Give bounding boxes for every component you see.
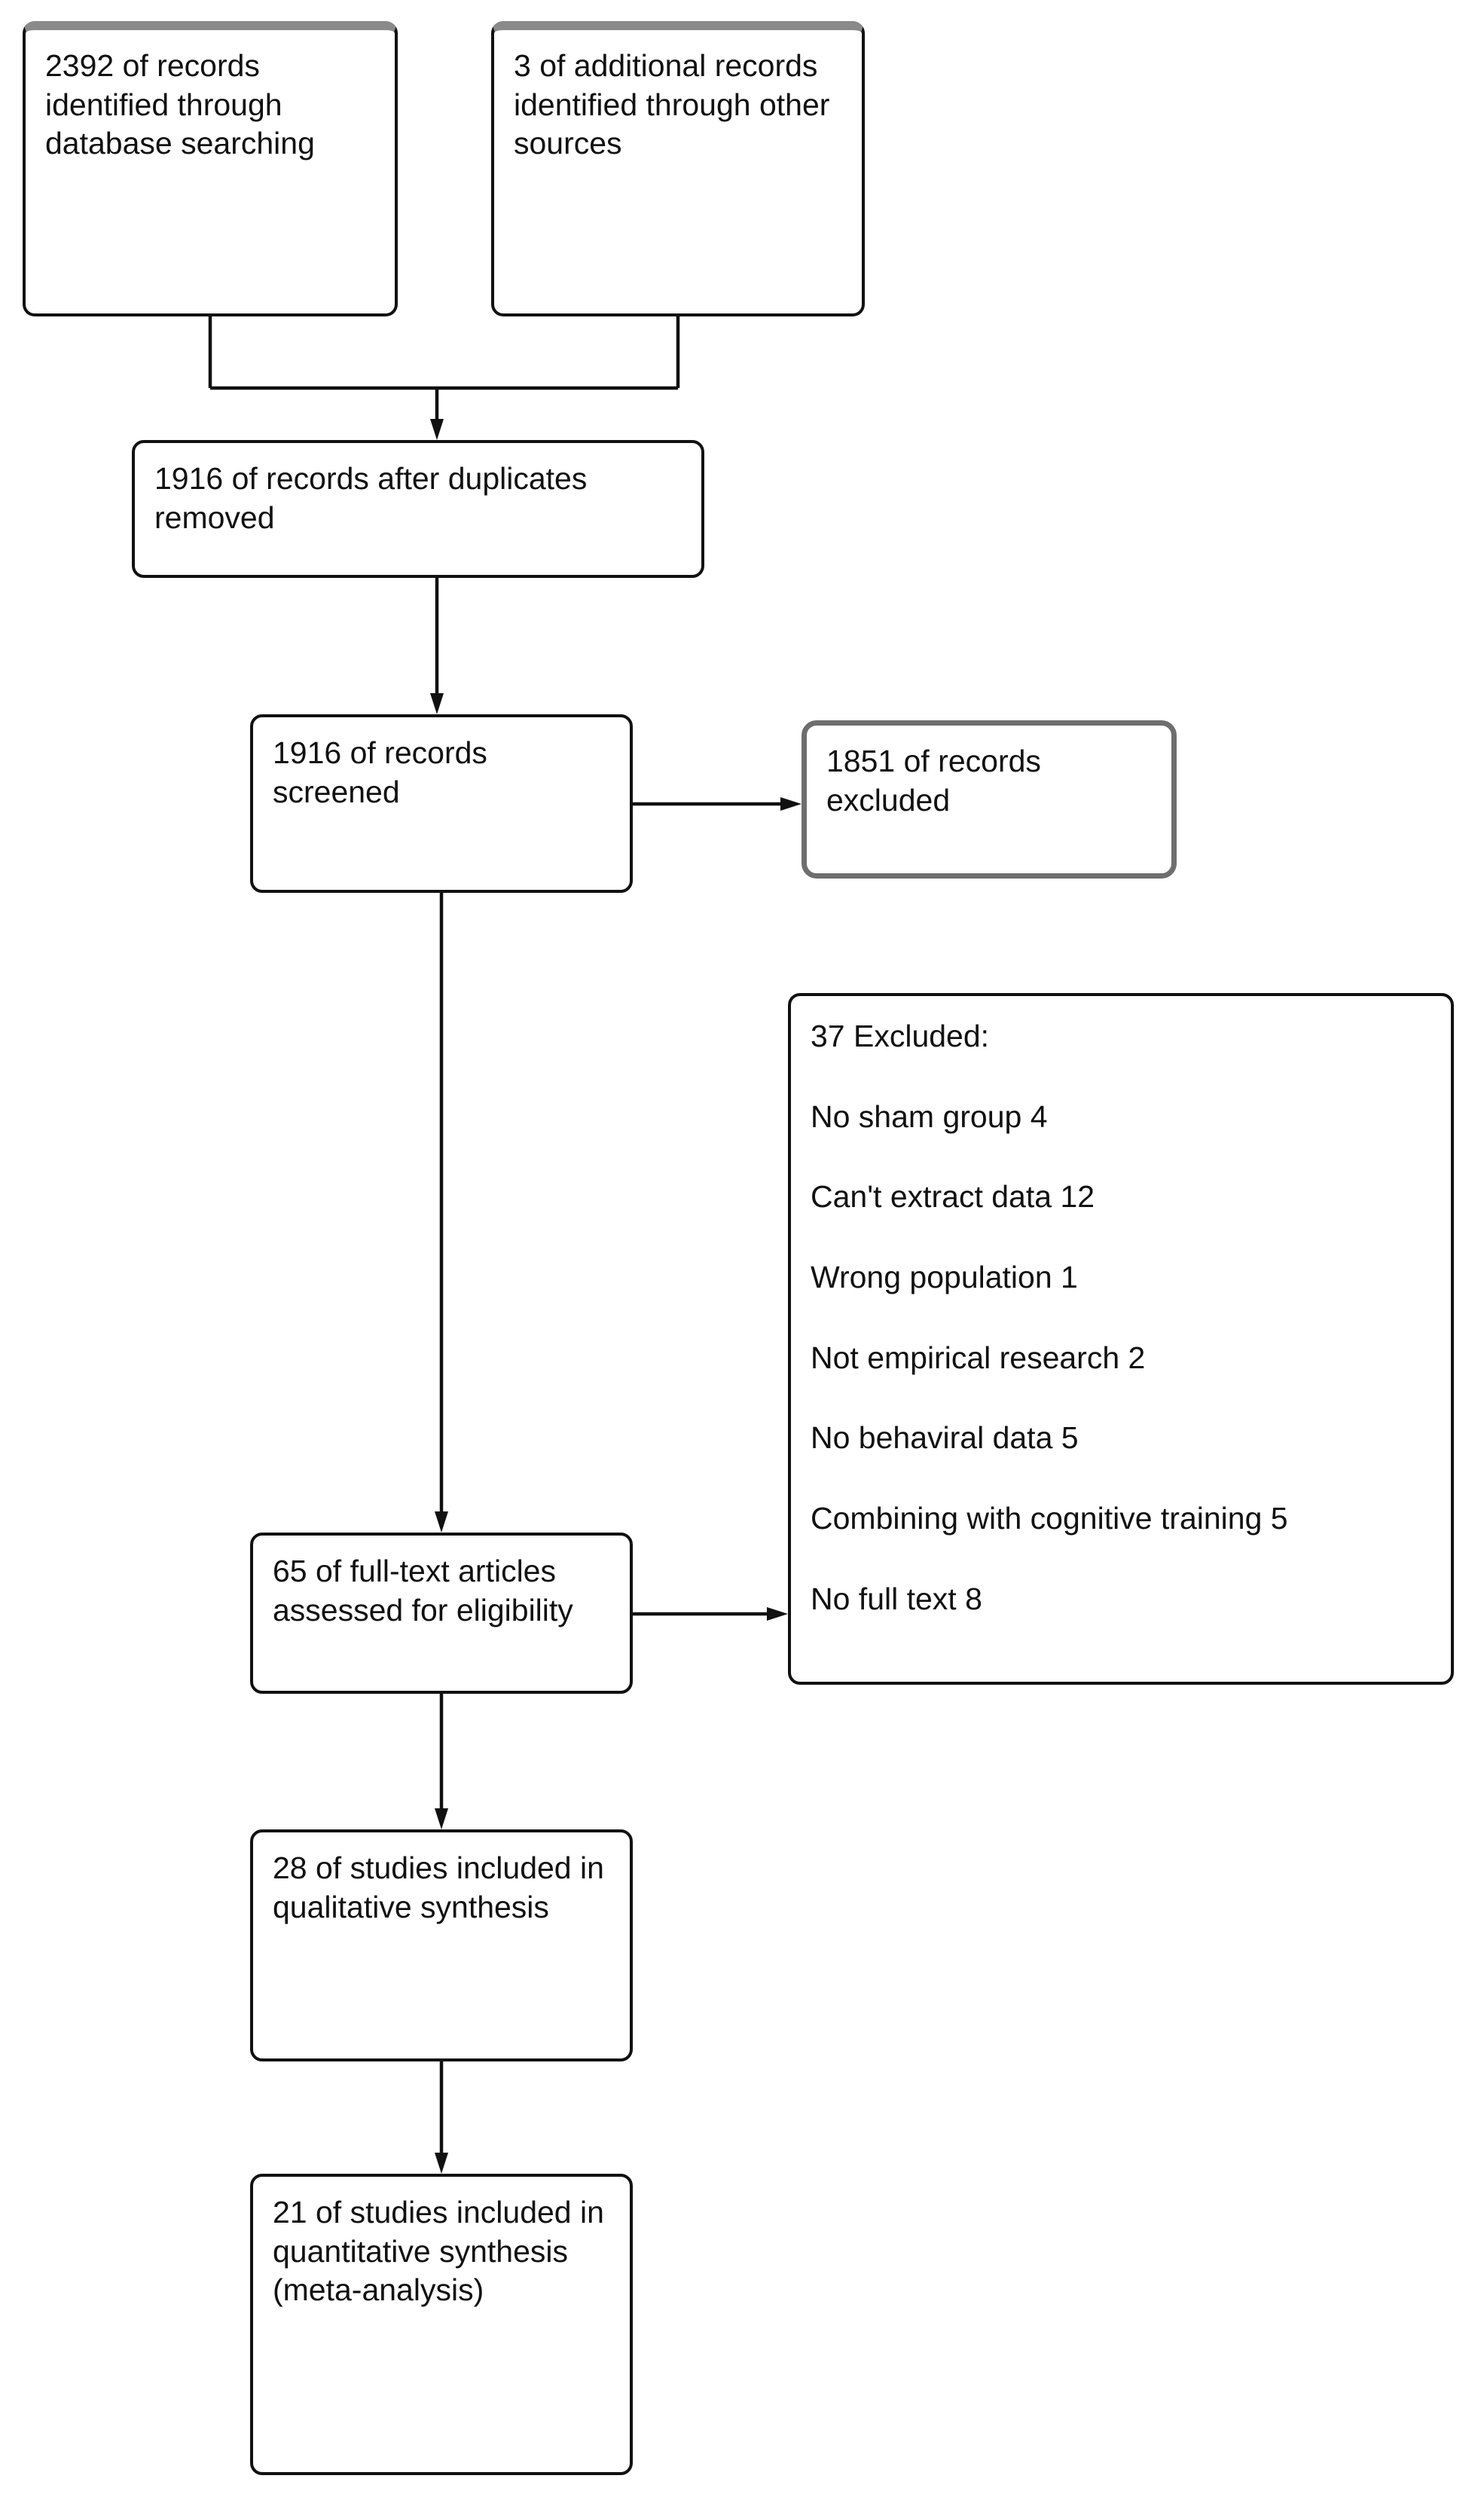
box-additional-records-other-sources-text: 3 of additional records identified throu…	[514, 48, 830, 161]
box-records-identified-database: 2392 of records identified through datab…	[23, 21, 398, 316]
exclusion-reason-cant-extract-data: Can't extract data 12	[811, 1179, 1095, 1215]
box-records-screened-text: 1916 of records screened	[273, 735, 487, 809]
box-fulltext-exclusion-reasons: 37 Excluded: No sham group 4 Can't extra…	[788, 993, 1454, 1685]
arrowhead-into-reasons	[767, 1607, 788, 1621]
exclusion-reason-no-sham-group: No sham group 4	[811, 1099, 1048, 1134]
arrowhead-into-quantitative	[435, 2153, 448, 2174]
box-fulltext-articles-assessed-text: 65 of full-text articles assessed for el…	[273, 1554, 573, 1627]
exclusion-reason-wrong-population: Wrong population 1	[811, 1259, 1078, 1294]
arrowhead-into-screened	[430, 693, 444, 714]
exclusion-reason-combining-cognitive-training: Combining with cognitive training 5	[811, 1500, 1288, 1536]
box-qualitative-synthesis-text: 28 of studies included in qualitative sy…	[273, 1851, 604, 1924]
exclusion-reasons-heading: 37 Excluded:	[811, 1019, 990, 1053]
box-records-screened: 1916 of records screened	[250, 714, 633, 893]
arrowhead-into-excluded	[780, 797, 802, 811]
exclusion-reason-no-behavioral-data: No behaviral data 5	[811, 1420, 1079, 1456]
arrowhead-into-duplicates	[430, 419, 444, 440]
exclusion-reason-no-full-text: No full text 8	[811, 1581, 982, 1616]
box-records-identified-database-text: 2392 of records identified through datab…	[45, 48, 315, 161]
arrowhead-into-fulltext	[435, 1511, 448, 1533]
box-qualitative-synthesis: 28 of studies included in qualitative sy…	[250, 1829, 633, 2061]
arrowhead-into-qualitative	[435, 1808, 448, 1829]
box-additional-records-other-sources: 3 of additional records identified throu…	[491, 21, 865, 316]
box-quantitative-synthesis: 21 of studies included in quantitative s…	[250, 2174, 633, 2475]
box-records-excluded: 1851 of records excluded	[802, 720, 1177, 879]
box-records-after-duplicates-removed-text: 1916 of records after duplicates removed	[154, 461, 588, 535]
exclusion-reason-not-empirical-research: Not empirical research 2	[811, 1340, 1146, 1375]
box-fulltext-articles-assessed: 65 of full-text articles assessed for el…	[250, 1533, 633, 1694]
box-records-excluded-text: 1851 of records excluded	[826, 744, 1041, 818]
box-records-after-duplicates-removed: 1916 of records after duplicates removed	[132, 440, 704, 578]
box-quantitative-synthesis-text: 21 of studies included in quantitative s…	[273, 2195, 604, 2308]
